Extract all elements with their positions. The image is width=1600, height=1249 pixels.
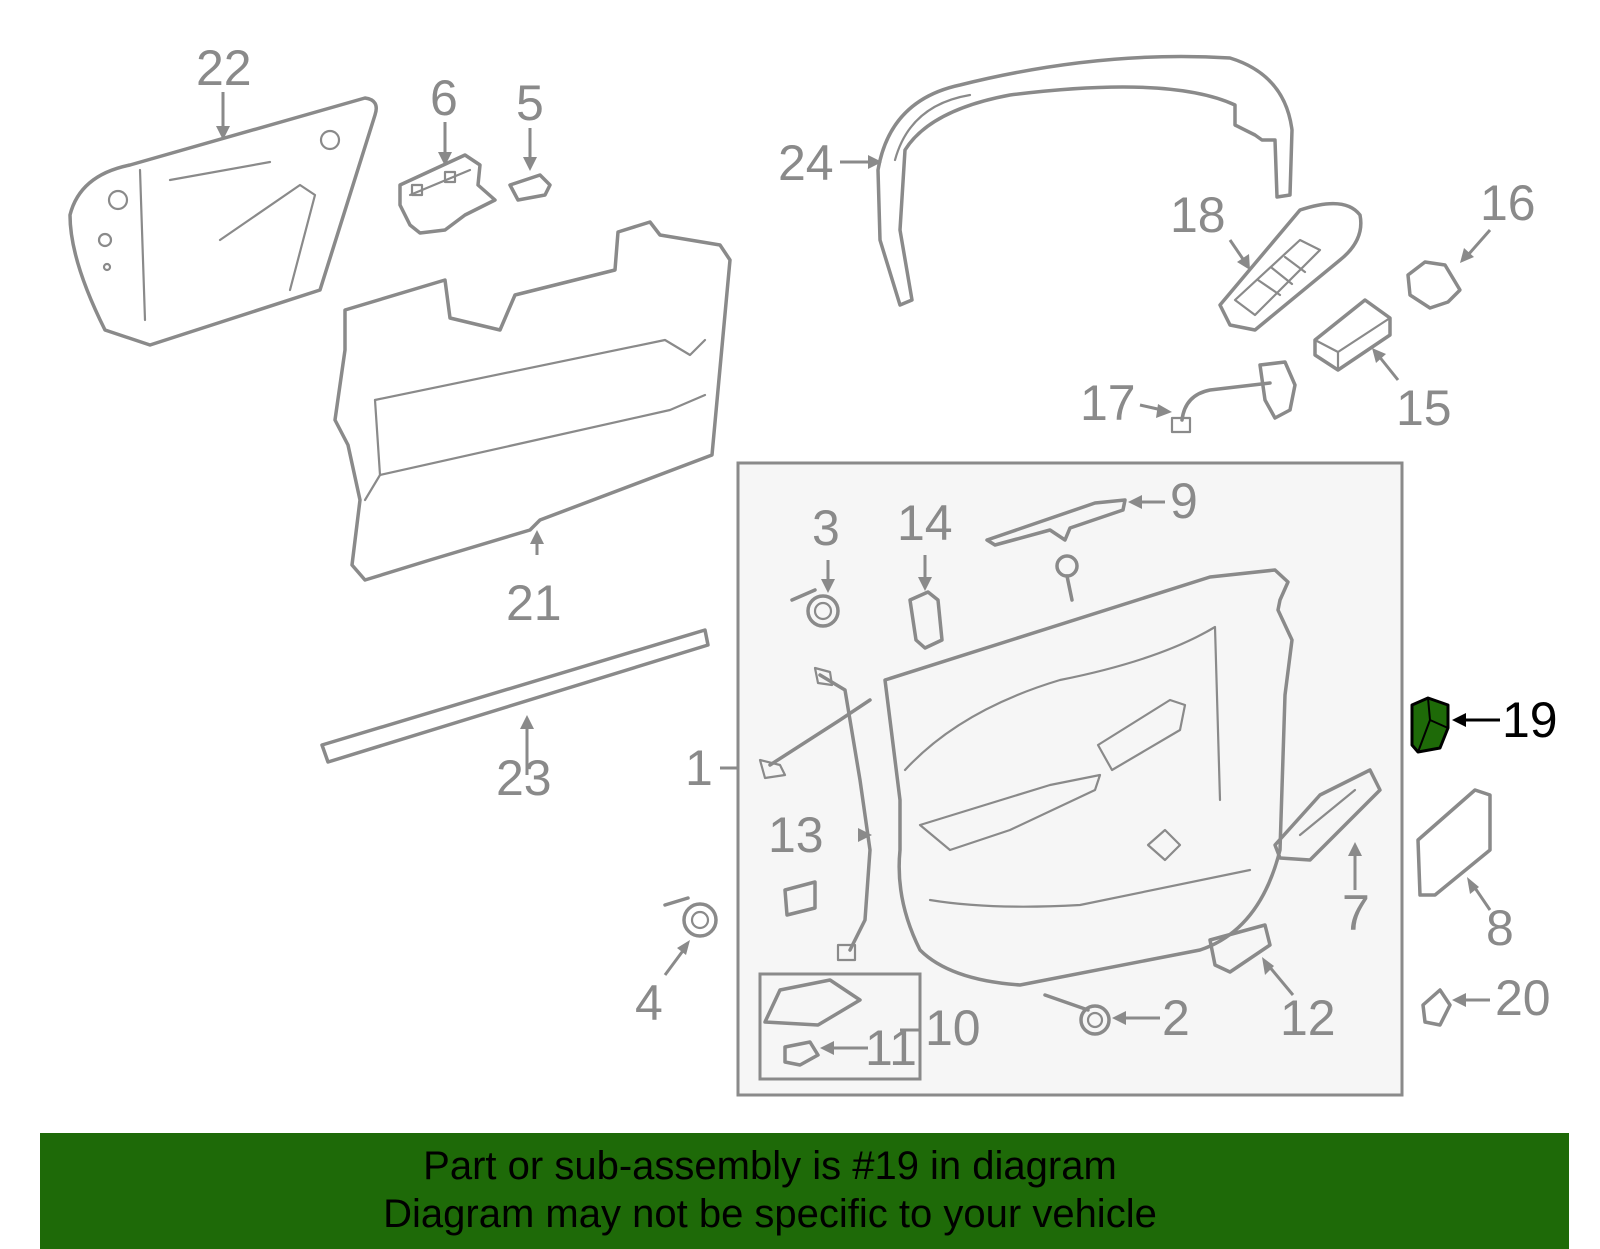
part-17-wiring-harness [1170,360,1297,434]
callout-11: 11 [865,1020,917,1076]
callout-13: 13 [768,807,824,863]
part-21-water-deflector [333,220,732,582]
part-1-door-trim-panel [883,568,1294,987]
callout-1: 1 [685,740,713,796]
callout-23: 23 [496,750,552,806]
part-18-window-switch [1218,201,1363,332]
part-9-screw [1055,554,1079,602]
callout-9: 9 [1170,473,1198,529]
part-4-push-pin [663,896,718,938]
callout-15: 15 [1396,380,1452,436]
part-13-harness [758,666,872,962]
part-19-switch-bezel [1410,696,1450,754]
part-20-clip [1421,988,1452,1027]
part-16-switch-housing [1406,260,1462,310]
callout-7: 7 [1342,885,1370,941]
callout-14: 14 [897,495,953,551]
part-23-beltline-molding [320,628,710,764]
callout-2: 2 [1162,990,1190,1046]
part-3-push-pin [790,588,840,628]
callout-17: 17 [1080,375,1136,431]
callout-4: 4 [635,975,663,1031]
lamp-subassembly-box [758,972,922,1081]
banner-line-disclaimer: Diagram may not be specific to your vehi… [383,1192,1157,1236]
part-7-pull-handle [1273,768,1382,862]
callout-12: 12 [1280,990,1336,1046]
part-6-bracket [398,153,497,235]
part-14-retainer [908,590,944,650]
callout-8: 8 [1486,900,1514,956]
callout-5: 5 [516,75,544,131]
part-24-weatherstrip [876,54,1294,307]
callout-19: 19 [1502,692,1558,748]
banner-line-part-number: Part or sub-assembly is #19 in diagram [423,1144,1117,1188]
part-10-lamp-lens [763,978,862,1027]
callout-10: 10 [925,1000,981,1056]
part-11-bulb [783,1040,820,1067]
info-banner: Part or sub-assembly is #19 in diagram D… [40,1133,1569,1249]
door-assembly-inset-box [736,461,1404,1097]
part-9-trim-strip [985,498,1127,547]
part-2-screw [1043,993,1111,1036]
callout-22: 22 [196,40,252,96]
callout-6: 6 [430,70,458,126]
callout-20: 20 [1495,970,1551,1026]
callout-24: 24 [778,135,834,191]
part-13-clip-plate [783,880,817,917]
callout-labels: 22 6 5 24 18 16 15 17 21 23 3 14 9 1 13 … [196,40,1558,1076]
part-5-clip [508,173,552,202]
part-22-door-frame [68,96,378,347]
part-12-reflector [1208,923,1272,974]
callout-3: 3 [812,500,840,556]
part-8-cover [1416,788,1492,897]
part-15-switch-cover [1313,298,1392,372]
callout-16: 16 [1480,175,1536,231]
callout-21: 21 [506,575,562,631]
callout-18: 18 [1170,187,1226,243]
leader-lines [216,92,1500,1055]
